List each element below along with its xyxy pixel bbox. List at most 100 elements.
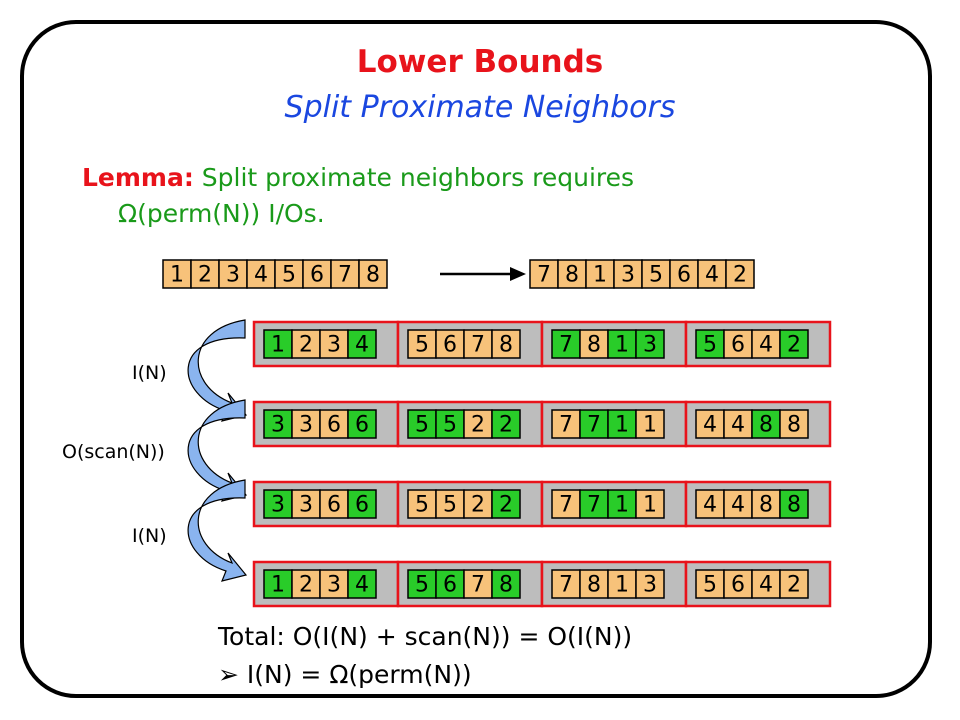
- block-cell: [695, 329, 725, 359]
- block-cell: [723, 329, 753, 359]
- block-cell-value: 6: [355, 493, 369, 518]
- block-cell-value: 1: [615, 493, 629, 518]
- label-scan: O(scan(N)): [62, 441, 165, 463]
- lemma-line-2: Ω(perm(N)) I/Os.: [118, 199, 325, 228]
- block-cell-value: 3: [327, 573, 341, 598]
- block-cell-value: 4: [355, 573, 369, 598]
- block-cell: [347, 569, 377, 599]
- output-sequence-value: 4: [705, 263, 719, 288]
- block-cell: [579, 489, 609, 519]
- block-cell-value: 5: [415, 413, 429, 438]
- block-cell-value: 5: [415, 333, 429, 358]
- transform-arrow-head: [510, 267, 526, 281]
- block-cell-value: 8: [499, 573, 513, 598]
- block-cell: [435, 489, 465, 519]
- block-cell: [291, 329, 321, 359]
- block-cell: [347, 489, 377, 519]
- block-cell-value: 8: [787, 413, 801, 438]
- block-cell: [551, 569, 581, 599]
- block-cell: [263, 489, 293, 519]
- slide-subtitle: Split Proximate Neighbors: [284, 90, 676, 125]
- block-cell-value: 1: [615, 333, 629, 358]
- block-cell-value: 5: [415, 573, 429, 598]
- block-cell-value: 6: [731, 333, 745, 358]
- curved-arrow-2: [187, 399, 248, 502]
- block-cell-value: 6: [355, 413, 369, 438]
- lemma-label: Lemma:: [82, 163, 194, 192]
- slide-frame: [20, 20, 932, 698]
- block-cell-value: 8: [499, 333, 513, 358]
- block-cell-value: 3: [643, 573, 657, 598]
- block-cell-value: 2: [787, 573, 801, 598]
- block-cell-value: 4: [703, 493, 717, 518]
- block-cell: [635, 329, 665, 359]
- block-cell: [319, 409, 349, 439]
- slide-title: Lower Bounds: [356, 44, 604, 80]
- input-sequence-cell: [302, 259, 332, 289]
- block-cell-value: 5: [443, 493, 457, 518]
- input-sequence-value: 2: [198, 263, 212, 288]
- block-cell: [551, 409, 581, 439]
- block-cell: [463, 409, 493, 439]
- block-cell-value: 7: [471, 573, 485, 598]
- lemma-statement: Lemma: Split proximate neighbors require…: [82, 160, 634, 232]
- block-cell: [491, 409, 521, 439]
- output-sequence-cell: [725, 259, 755, 289]
- block-cell: [435, 569, 465, 599]
- output-sequence-cell: [529, 259, 559, 289]
- block-cell-value: 2: [787, 333, 801, 358]
- block-cell-value: 8: [587, 333, 601, 358]
- block-cell: [723, 489, 753, 519]
- input-sequence-value: 7: [338, 263, 352, 288]
- input-sequence-value: 3: [226, 263, 240, 288]
- block-cell: [579, 569, 609, 599]
- block-cell: [491, 569, 521, 599]
- block-cell: [291, 569, 321, 599]
- block-cell-value: 6: [443, 333, 457, 358]
- input-sequence-cell: [358, 259, 388, 289]
- block-cell-value: 2: [299, 333, 313, 358]
- input-sequence-value: 4: [254, 263, 268, 288]
- block-cell: [751, 569, 781, 599]
- block-cell: [291, 409, 321, 439]
- block-cell: [347, 329, 377, 359]
- block-cell-value: 1: [271, 333, 285, 358]
- block-cell: [607, 569, 637, 599]
- block-cell-value: 4: [703, 413, 717, 438]
- input-sequence-cell: [330, 259, 360, 289]
- block-cell-value: 2: [299, 573, 313, 598]
- curved-arrow-1: [187, 319, 248, 422]
- block-cell-value: 1: [615, 413, 629, 438]
- block-cell-value: 6: [731, 573, 745, 598]
- block-cell-value: 1: [643, 413, 657, 438]
- block-cell: [463, 329, 493, 359]
- block-cell: [607, 489, 637, 519]
- block-cell-value: 7: [471, 333, 485, 358]
- total-line-2: ➢ I(N) = Ω(perm(N)): [218, 660, 472, 689]
- block-cell: [491, 489, 521, 519]
- input-sequence-value: 8: [366, 263, 380, 288]
- block-cell-value: 6: [327, 493, 341, 518]
- block-cell: [779, 329, 809, 359]
- block-cell-value: 8: [759, 493, 773, 518]
- block-cell-value: 6: [327, 413, 341, 438]
- input-sequence-value: 6: [310, 263, 324, 288]
- output-sequence-value: 6: [677, 263, 691, 288]
- block-cell: [607, 329, 637, 359]
- block-cell: [695, 569, 725, 599]
- block-cell: [319, 329, 349, 359]
- block-cell-value: 2: [471, 413, 485, 438]
- block-cell-value: 7: [587, 493, 601, 518]
- output-sequence-cell: [669, 259, 699, 289]
- output-sequence-value: 8: [565, 263, 579, 288]
- block-cell: [319, 569, 349, 599]
- block-cell-value: 7: [559, 413, 573, 438]
- block-cell-value: 7: [559, 573, 573, 598]
- total-statement: Total: O(I(N) + scan(N)) = O(I(N)) ➢ I(N…: [218, 618, 632, 694]
- block-cell: [319, 489, 349, 519]
- block-cell: [463, 489, 493, 519]
- block-cell-value: 8: [587, 573, 601, 598]
- input-sequence-cell: [190, 259, 220, 289]
- block-cell: [695, 489, 725, 519]
